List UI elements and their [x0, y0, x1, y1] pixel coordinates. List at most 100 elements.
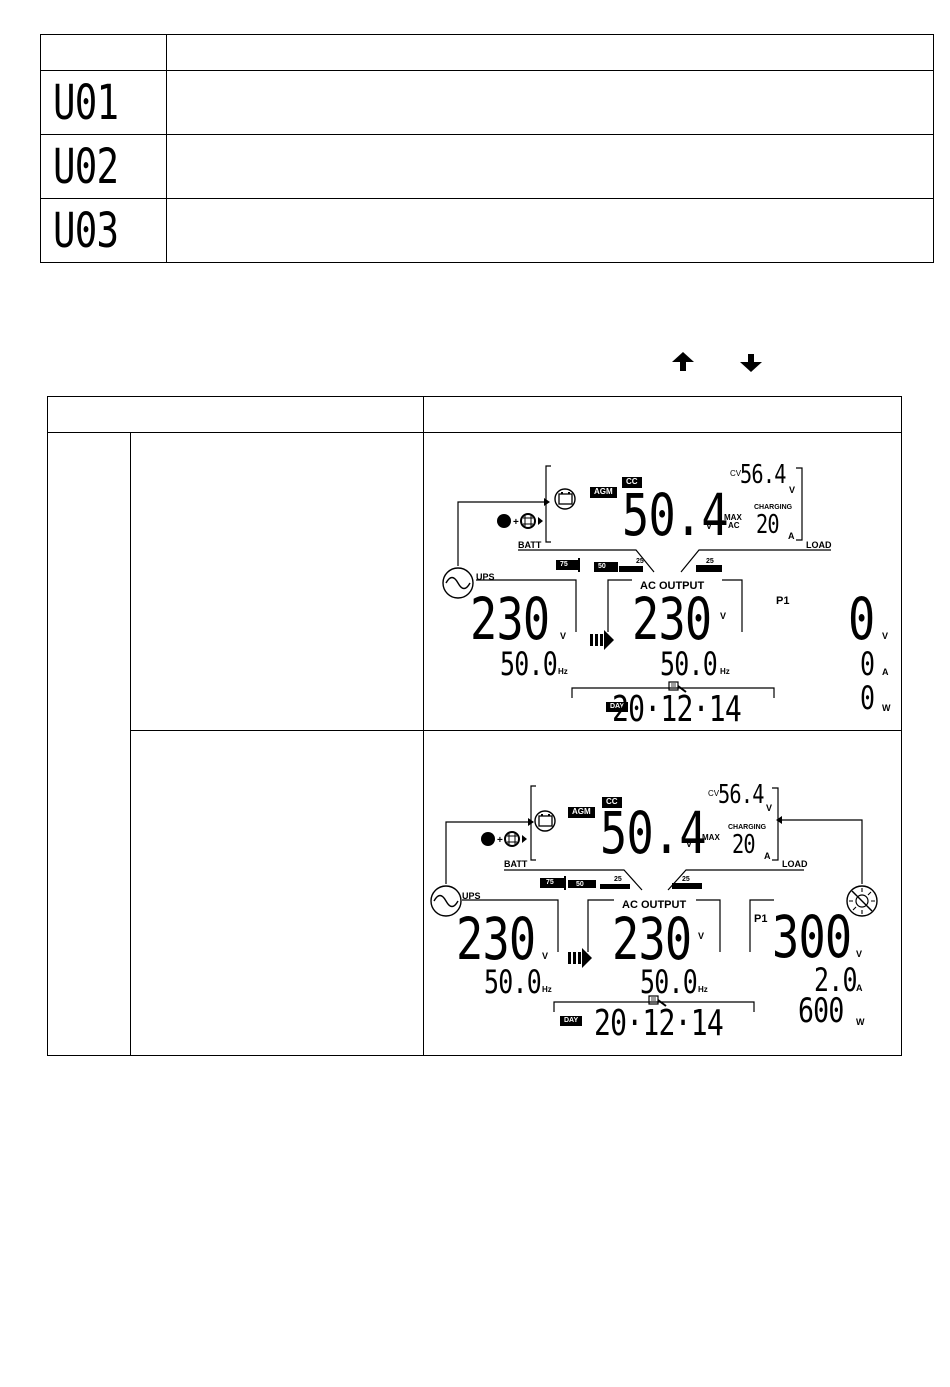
output-voltage-unit: V: [720, 611, 727, 621]
display-row: [48, 730, 902, 1056]
batt-label: BATT: [518, 540, 542, 550]
display-table: [47, 396, 902, 1056]
day-badge: DAY: [606, 702, 629, 712]
description-cell: [166, 70, 934, 135]
pv-voltage-unit: V: [856, 949, 863, 959]
pv-current: 2.0: [814, 961, 858, 999]
load-bar-25: 25: [706, 558, 714, 565]
lcd-header-cell: [423, 396, 902, 433]
battery-bar-25: 25: [614, 876, 622, 883]
input-voltage-unit: V: [560, 631, 567, 641]
output-frequency: 50.0: [660, 645, 718, 683]
max-label: MAX: [702, 833, 720, 842]
output-voltage: 230: [612, 905, 692, 973]
battery-bar-75: 75: [546, 879, 554, 886]
description-header-cell: [166, 34, 934, 71]
ups-label: UPS: [462, 891, 481, 901]
pv-current-unit: A: [856, 983, 863, 993]
pv-voltage: 0: [848, 585, 875, 653]
pv-power-unit: W: [882, 703, 891, 713]
battery-icon: [534, 810, 556, 832]
description-cell: [166, 198, 934, 263]
pv-current: 0: [860, 645, 875, 683]
display-row: [47, 432, 902, 1056]
settings-tool-icon: [668, 681, 687, 693]
battery-voltage: 50.4: [622, 481, 729, 549]
lcd-panel-1: + AGM CC 50.4 V CV 56.4 V MAX AC CHARGIN…: [436, 460, 896, 728]
output-frequency-unit: Hz: [720, 667, 730, 676]
charge-stage-badge: CC: [622, 477, 642, 488]
batt-label: BATT: [504, 859, 528, 869]
input-frequency: 50.0: [484, 963, 542, 1001]
battery-voltage-unit: V: [706, 521, 713, 531]
date-display: 20·12·14: [612, 689, 742, 730]
battery-bar-75: 75: [560, 561, 568, 568]
pv-voltage-unit: V: [882, 631, 889, 641]
description-cell: [130, 730, 424, 1056]
pv-power: 600: [798, 991, 844, 1031]
description-cell: [130, 432, 424, 731]
battery-bar-50: 50: [576, 881, 584, 888]
battery-type-badge: AGM: [590, 487, 617, 498]
description-cell: [166, 134, 934, 199]
pv-current-unit: A: [882, 667, 889, 677]
charging-current: 20: [756, 510, 780, 540]
load-label: LOAD: [782, 859, 808, 869]
charging-label: CHARGING: [728, 824, 767, 831]
code-row: U03: [40, 198, 934, 263]
load-label: LOAD: [806, 540, 832, 550]
ups-label: UPS: [476, 572, 495, 582]
grid-solar-icon: +: [481, 831, 527, 847]
date-display: 20·12·14: [594, 1003, 724, 1044]
pv-label: P1: [776, 595, 790, 607]
day-badge: DAY: [560, 1016, 583, 1026]
svg-text:+: +: [513, 517, 519, 528]
code-cell: U02: [40, 134, 167, 199]
code-cell: U03: [40, 198, 167, 263]
battery-voltage-unit: V: [686, 839, 693, 849]
code-cell: U01: [40, 70, 167, 135]
battery-type-badge: AGM: [568, 807, 595, 818]
input-voltage-unit: V: [542, 951, 549, 961]
code-u03: U03: [53, 202, 119, 259]
input-voltage: 230: [470, 585, 550, 653]
pv-power: 0: [860, 679, 875, 717]
input-frequency: 50.0: [500, 645, 558, 683]
charging-unit: A: [788, 531, 795, 541]
output-voltage-unit: V: [698, 931, 705, 941]
cv-label: CV: [708, 789, 720, 798]
battery-voltage: 50.4: [600, 799, 707, 867]
code-header-cell: [40, 34, 167, 71]
charging-unit: A: [764, 851, 771, 861]
display-table-header: [47, 396, 902, 433]
battery-bar-25: 25: [636, 558, 644, 565]
lcd1-lines: [442, 465, 831, 698]
ac-output-label: AC OUTPUT: [622, 899, 687, 911]
input-frequency-unit: Hz: [542, 985, 552, 994]
input-frequency-unit: Hz: [558, 667, 568, 676]
settings-tool-icon: [648, 995, 667, 1007]
grid-solar-icon: +: [497, 513, 543, 529]
code-table-header: [40, 34, 934, 71]
output-voltage: 230: [632, 585, 712, 653]
lcd-panel-2: + AGM CC 50.4 V CV 56.4 V MAX CHARGING 2…: [428, 780, 888, 1045]
cv-value: 56.4: [718, 780, 765, 810]
cv-label: CV: [730, 469, 742, 478]
lcd-cell: [423, 432, 902, 731]
cv-unit: V: [789, 485, 796, 495]
code-row: U01: [40, 70, 934, 135]
output-frequency: 50.0: [640, 963, 698, 1001]
cv-value: 56.4: [740, 460, 787, 490]
load-bar-25: 25: [682, 876, 690, 883]
group-cell: [47, 432, 131, 1056]
pv-voltage: 300: [772, 903, 852, 971]
input-voltage: 230: [456, 905, 536, 973]
code-u01: U01: [53, 74, 119, 131]
charge-stage-badge: CC: [602, 797, 622, 808]
cv-unit: V: [766, 803, 773, 813]
ac-label: AC: [728, 521, 740, 530]
arrow-up-icon: [672, 352, 694, 371]
code-table: U01 U02 U03: [40, 34, 934, 263]
ac-output-label: AC OUTPUT: [640, 580, 705, 592]
output-frequency-unit: Hz: [698, 985, 708, 994]
